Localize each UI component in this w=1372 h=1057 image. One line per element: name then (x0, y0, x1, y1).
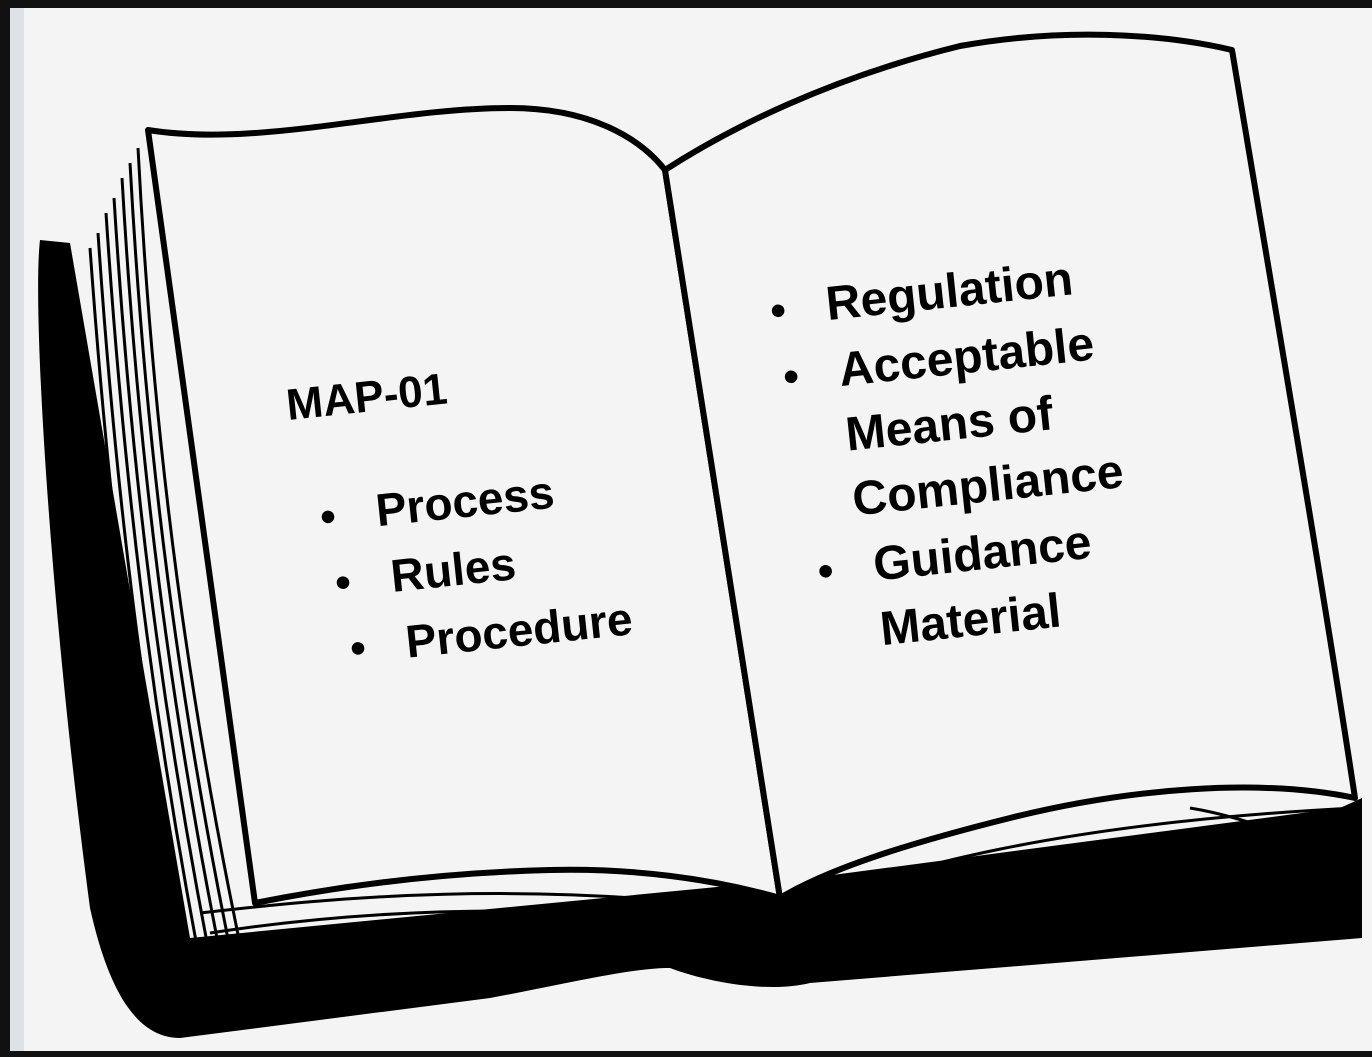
left-bullet-glyph: • (318, 492, 338, 542)
right-bullet-glyph: • (768, 286, 788, 336)
right-page-edges (789, 806, 1356, 935)
right-bullet-glyph: • (815, 546, 835, 596)
left-edge-strip (10, 8, 24, 1051)
right-page (662, 31, 1358, 901)
left-bullet-glyph: • (348, 623, 368, 673)
left-bullet-glyph: • (333, 557, 353, 607)
left-page-edges (88, 147, 247, 999)
book-cover-shadow (38, 240, 1362, 1038)
right-bullet-glyph: • (781, 352, 801, 402)
left-bottom-edges (199, 892, 781, 955)
book-spine (730, 908, 840, 962)
open-book-illustration: MAP-01 • Process • Rules • Procedure • R… (38, 31, 1362, 1038)
